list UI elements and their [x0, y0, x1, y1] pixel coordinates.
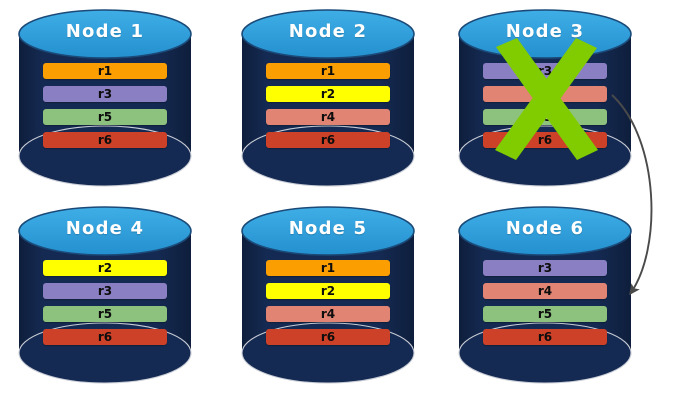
data-row-label: r6: [537, 133, 553, 147]
data-row-label: r3: [537, 64, 553, 78]
data-row-label: r4: [537, 87, 553, 101]
node-row-list: r1 r2 r4 r6: [266, 63, 390, 155]
data-row-r2[interactable]: r2: [266, 86, 390, 102]
data-row-label: r2: [97, 261, 113, 275]
data-row-r3[interactable]: r3: [483, 63, 607, 79]
data-row-label: r1: [97, 64, 113, 78]
data-row-label: r6: [320, 133, 336, 147]
data-row-label: r4: [320, 110, 336, 124]
data-row-label: r4: [537, 284, 553, 298]
data-row-r5[interactable]: r5: [43, 306, 167, 322]
data-row-label: r1: [320, 261, 336, 275]
data-row-r5[interactable]: r5: [483, 306, 607, 322]
data-row-r3[interactable]: r3: [43, 86, 167, 102]
data-row-label: r2: [320, 284, 336, 298]
data-row-r5[interactable]: r5: [483, 109, 607, 125]
data-row-label: r5: [97, 307, 113, 321]
data-row-label: r6: [537, 330, 553, 344]
data-row-r3[interactable]: r3: [483, 260, 607, 276]
node-row-list: r3 r4 r5 r6: [483, 63, 607, 155]
data-row-label: r6: [97, 133, 113, 147]
data-row-r2[interactable]: r2: [43, 260, 167, 276]
data-row-r6[interactable]: r6: [43, 329, 167, 345]
data-row-label: r2: [320, 87, 336, 101]
data-row-r3[interactable]: r3: [43, 283, 167, 299]
node-row-list: r1 r3 r5 r6: [43, 63, 167, 155]
data-row-label: r5: [537, 110, 553, 124]
node-row-list: r3 r4 r5 r6: [483, 260, 607, 352]
data-row-label: r6: [97, 330, 113, 344]
data-row-r6[interactable]: r6: [266, 132, 390, 148]
data-row-label: r3: [97, 284, 113, 298]
data-row-r6[interactable]: r6: [43, 132, 167, 148]
data-row-r4[interactable]: r4: [266, 306, 390, 322]
data-row-label: r5: [97, 110, 113, 124]
data-row-label: r3: [97, 87, 113, 101]
data-row-r4[interactable]: r4: [483, 86, 607, 102]
data-row-r1[interactable]: r1: [43, 63, 167, 79]
data-row-label: r1: [320, 64, 336, 78]
data-row-label: r3: [537, 261, 553, 275]
node-row-list: r1 r2 r4 r6: [266, 260, 390, 352]
data-row-r4[interactable]: r4: [483, 283, 607, 299]
data-row-r5[interactable]: r5: [43, 109, 167, 125]
data-row-label: r6: [320, 330, 336, 344]
data-row-r2[interactable]: r2: [266, 283, 390, 299]
data-row-r6[interactable]: r6: [483, 132, 607, 148]
data-row-label: r5: [537, 307, 553, 321]
node-row-list: r2 r3 r5 r6: [43, 260, 167, 352]
data-row-r1[interactable]: r1: [266, 63, 390, 79]
data-row-r6[interactable]: r6: [266, 329, 390, 345]
data-row-r6[interactable]: r6: [483, 329, 607, 345]
data-row-r1[interactable]: r1: [266, 260, 390, 276]
data-row-r4[interactable]: r4: [266, 109, 390, 125]
data-row-label: r4: [320, 307, 336, 321]
